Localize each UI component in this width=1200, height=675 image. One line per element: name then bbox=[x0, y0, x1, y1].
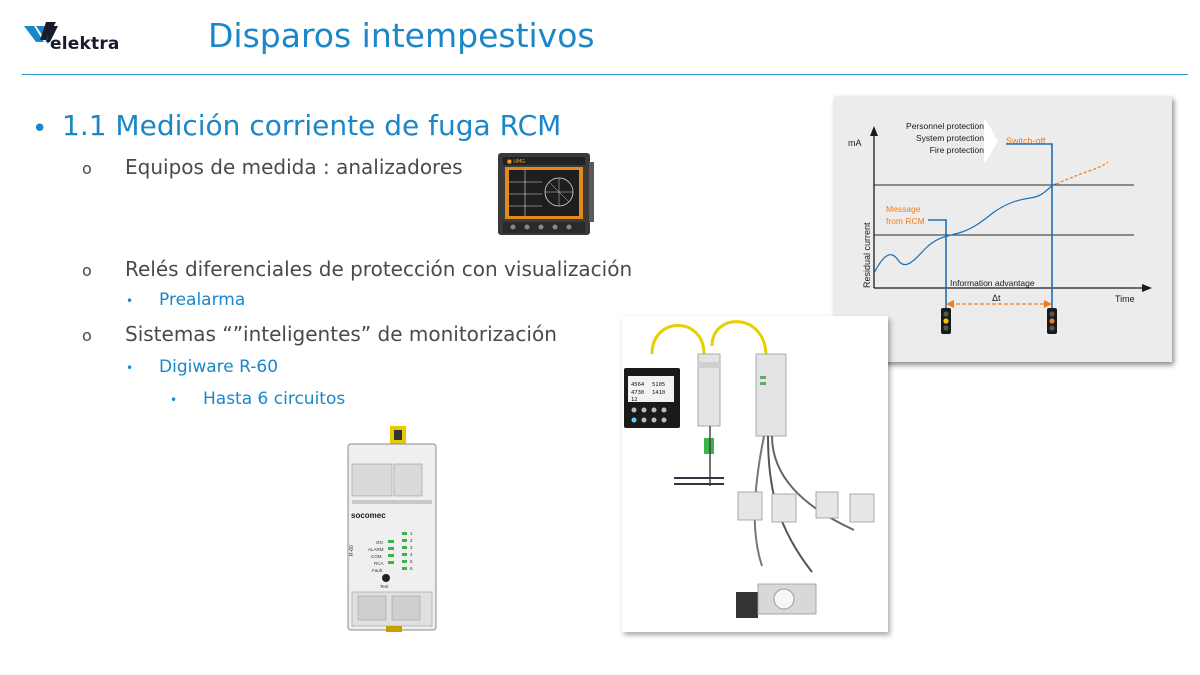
display-value: 1410 bbox=[652, 390, 665, 396]
display-value: 12 bbox=[631, 397, 638, 403]
led-label: ALARM bbox=[368, 547, 384, 552]
delta-label: Δt bbox=[992, 293, 1001, 303]
page-title: Disparos intempestivos bbox=[208, 16, 595, 55]
title-divider bbox=[22, 74, 1188, 75]
switch-off-marker-line bbox=[1006, 143, 1053, 314]
elektra-logo-icon bbox=[24, 22, 58, 44]
message-label: Message bbox=[886, 204, 921, 214]
led-number: 2 bbox=[410, 538, 413, 543]
x-axis-arrow-icon bbox=[1142, 284, 1152, 292]
residual-curve-projection bbox=[1055, 161, 1109, 185]
traffic-light-icon bbox=[941, 308, 951, 334]
list-item: Sistemas “”inteligentes” de monitorizaci… bbox=[125, 322, 557, 346]
protection-label: Fire protection bbox=[930, 145, 985, 155]
brand-label: socomec bbox=[351, 511, 386, 520]
y-unit-label: mA bbox=[848, 138, 862, 148]
led-number: 6 bbox=[410, 566, 413, 571]
led-number: 5 bbox=[410, 559, 413, 564]
display-value: 4730 bbox=[631, 390, 644, 396]
digiware-r60-image: socomec R-60 ON ALARM COM RCA Fault 1 2 … bbox=[346, 426, 440, 634]
test-label: Test bbox=[380, 584, 389, 589]
bullet-dot-icon: • bbox=[170, 393, 178, 407]
list-item: Equipos de medida : analizadores bbox=[125, 155, 463, 179]
device-side-label: R-60 bbox=[349, 545, 355, 556]
residual-curve bbox=[873, 183, 1057, 274]
message-marker-line bbox=[928, 219, 947, 314]
list-item: Relés diferenciales de protección con vi… bbox=[125, 257, 633, 281]
led-label: Fault bbox=[372, 568, 383, 573]
arrow-left-icon bbox=[946, 300, 954, 308]
bullet-dot-icon: • bbox=[32, 114, 48, 144]
led-label: COM bbox=[371, 554, 382, 559]
arrow-right-icon bbox=[1044, 300, 1052, 308]
svg-text:■ UMG: ■ UMG bbox=[507, 159, 525, 165]
protection-label: Personnel protection bbox=[906, 121, 984, 131]
led-number: 4 bbox=[410, 552, 413, 557]
bullet-o-icon: o bbox=[82, 261, 92, 280]
bullet-o-icon: o bbox=[82, 159, 92, 178]
bullet-o-icon: o bbox=[82, 326, 92, 345]
list-subitem: Digiware R-60 bbox=[159, 357, 279, 377]
bullet-dot-icon: • bbox=[126, 361, 134, 375]
message-label: from RCM bbox=[886, 216, 925, 226]
display-value: 5105 bbox=[652, 382, 665, 388]
digiware-system-image: 4564 5105 4730 1410 12 bbox=[622, 316, 888, 632]
info-advantage-label: Information advantage bbox=[950, 278, 1035, 288]
protection-arrow-shape bbox=[984, 120, 998, 162]
list-subitem: Prealarma bbox=[159, 290, 246, 310]
led-number: 1 bbox=[410, 531, 413, 536]
led-number: 3 bbox=[410, 545, 413, 550]
list-subsubitem: Hasta 6 circuitos bbox=[203, 389, 346, 409]
led-label: ON bbox=[376, 540, 383, 545]
protection-label: System protection bbox=[916, 133, 984, 143]
power-analyzer-image: ■ UMG bbox=[498, 153, 594, 235]
section-heading: 1.1 Medición corriente de fuga RCM bbox=[62, 109, 562, 142]
display-value: 4564 bbox=[631, 382, 645, 388]
x-axis-label: Time bbox=[1115, 294, 1135, 304]
led-label: RCA bbox=[374, 561, 384, 566]
y-axis-label: Residual current bbox=[862, 222, 872, 288]
logo-text: elektra bbox=[50, 34, 120, 54]
test-button-icon bbox=[382, 574, 390, 582]
traffic-light-icon bbox=[1047, 308, 1057, 334]
switch-off-label: Switch-off bbox=[1006, 136, 1046, 146]
y-axis-arrow-icon bbox=[870, 126, 878, 136]
bullet-dot-icon: • bbox=[126, 294, 134, 308]
residual-current-diagram: mA Residual current Time Personnel prote… bbox=[834, 96, 1172, 362]
